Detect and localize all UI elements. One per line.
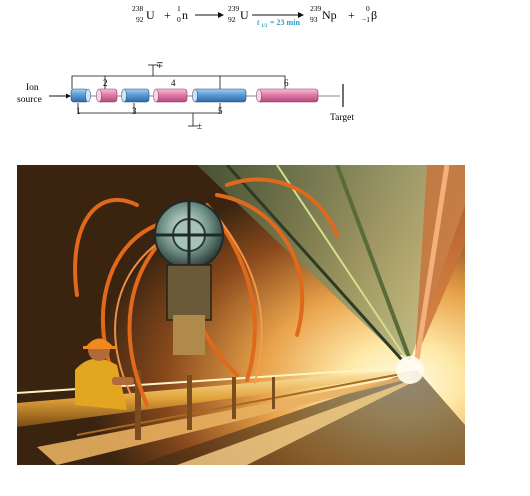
u239-atomic-number: 92	[228, 15, 236, 24]
tube-5-label: 5	[218, 106, 223, 116]
tunnel-end-light	[396, 356, 424, 384]
half-life-value: = 23 min	[270, 18, 300, 27]
plus-sign-1: +	[164, 8, 171, 22]
linear-accelerator-diagram: Ion source ∓ ± 1 2 3 4	[17, 60, 354, 131]
ion-source-label-line1: Ion	[26, 83, 39, 93]
ceiling-cable-trays	[197, 165, 465, 362]
drift-tube-5	[192, 88, 247, 103]
top-polarity-symbol: ∓	[156, 60, 164, 70]
nuclear-equation: 238 92 U + 1 0 n 239 92 U t 1/2 = 23 min…	[132, 4, 377, 29]
half-life-subscript: 1/2	[261, 24, 268, 29]
beam-entry-arrow	[49, 93, 71, 99]
ion-source-label-line2: source	[17, 95, 42, 105]
accelerator-tunnel-photo	[17, 165, 465, 465]
np239-mass-number: 239	[310, 4, 322, 13]
u238-mass-number: 238	[132, 4, 144, 13]
neutron-mass-number: 1	[177, 4, 181, 13]
tube-6-label: 6	[284, 78, 289, 88]
tube-1-label: 1	[76, 106, 81, 116]
tube-3-label: 3	[132, 106, 137, 116]
drift-tube-1	[70, 88, 91, 103]
u239-mass-number: 239	[228, 4, 240, 13]
upper-bus-wiring	[104, 64, 286, 89]
right-wall-pipe	[414, 165, 465, 361]
np239-symbol: Np	[322, 8, 337, 22]
bottom-polarity-symbol: ±	[197, 121, 202, 131]
beam-pipes	[17, 366, 415, 465]
u239-symbol: U	[240, 8, 249, 22]
tube-4-label: 4	[171, 78, 176, 88]
target-label: Target	[330, 113, 354, 123]
neutron-symbol: n	[182, 8, 188, 22]
drift-tube-2	[96, 88, 118, 103]
u238-symbol: U	[146, 8, 155, 22]
beta-charge-number: −1	[362, 15, 370, 24]
drift-tube-4	[153, 88, 188, 103]
beta-symbol: β	[371, 8, 377, 22]
worker-figure	[75, 338, 134, 410]
tunnel-floor	[17, 370, 465, 465]
neutron-atomic-number: 0	[177, 15, 181, 24]
tube-2-label: 2	[103, 78, 108, 88]
np239-atomic-number: 93	[310, 15, 318, 24]
reaction-arrow-2	[252, 12, 304, 18]
u238-atomic-number: 92	[136, 15, 144, 24]
half-life-symbol: t	[257, 18, 260, 27]
drift-tube-6	[256, 88, 319, 103]
drift-tube-3	[121, 88, 150, 103]
support-posts	[135, 370, 275, 440]
lower-bus-wiring	[71, 75, 221, 127]
magnet-assembly	[154, 200, 224, 355]
beta-mass-number: 0	[366, 4, 370, 13]
reaction-arrow-1	[195, 12, 224, 18]
plus-sign-2: +	[348, 8, 355, 22]
